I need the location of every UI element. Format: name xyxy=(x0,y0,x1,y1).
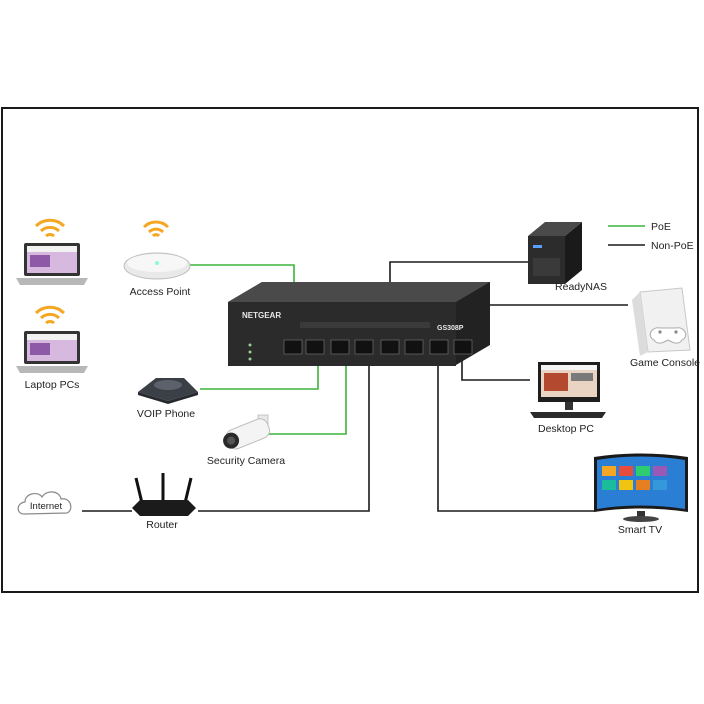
voip-phone-label: VOIP Phone xyxy=(137,408,195,420)
switch-port-7 xyxy=(429,339,449,355)
desktop-pc xyxy=(530,362,606,418)
smart-tv-label: Smart TV xyxy=(618,524,662,536)
wifi-icon xyxy=(142,220,170,238)
switch-port-3 xyxy=(330,339,350,355)
security-camera-label: Security Camera xyxy=(207,455,285,467)
readynas xyxy=(528,222,582,284)
access-point xyxy=(123,220,191,280)
switch-model: GS308P xyxy=(437,325,464,332)
link-desktop xyxy=(461,352,530,381)
laptops-label: Laptop PCs xyxy=(25,379,80,391)
switch-brand: NETGEAR xyxy=(242,311,281,320)
router-label: Router xyxy=(146,519,178,531)
switch-ports xyxy=(283,339,473,355)
desktop-pc-label: Desktop PC xyxy=(538,423,594,435)
switch-front-panel xyxy=(228,302,456,366)
legend: PoE Non-PoE xyxy=(608,221,694,252)
switch-port-2 xyxy=(305,339,325,355)
switch-port-8 xyxy=(453,339,473,355)
wifi-icon xyxy=(34,218,66,238)
router xyxy=(132,473,196,516)
link-router xyxy=(198,352,370,512)
switch: NETGEAR GS308P xyxy=(228,282,490,366)
switch-port-1 xyxy=(283,339,303,355)
voip-phone xyxy=(138,378,198,404)
wifi-icon xyxy=(34,305,66,325)
cloud-icon xyxy=(17,491,72,515)
legend-poe-label: PoE xyxy=(651,221,671,233)
legend-non-poe-label: Non-PoE xyxy=(651,240,694,252)
game-console xyxy=(632,287,691,356)
poe-link-camera xyxy=(268,352,347,435)
game-console-label: Game Console xyxy=(630,357,700,369)
switch-port-4 xyxy=(354,339,374,355)
internet-label: Internet xyxy=(30,501,63,512)
laptop-1 xyxy=(16,218,88,285)
readynas-label: ReadyNAS xyxy=(555,281,607,293)
switch-port-6 xyxy=(404,339,424,355)
smart-tv xyxy=(594,453,688,522)
link-tv xyxy=(437,352,596,512)
access-point-label: Access Point xyxy=(130,286,191,298)
laptop-2 xyxy=(16,305,88,373)
switch-port-5 xyxy=(380,339,400,355)
security-camera xyxy=(223,414,271,450)
